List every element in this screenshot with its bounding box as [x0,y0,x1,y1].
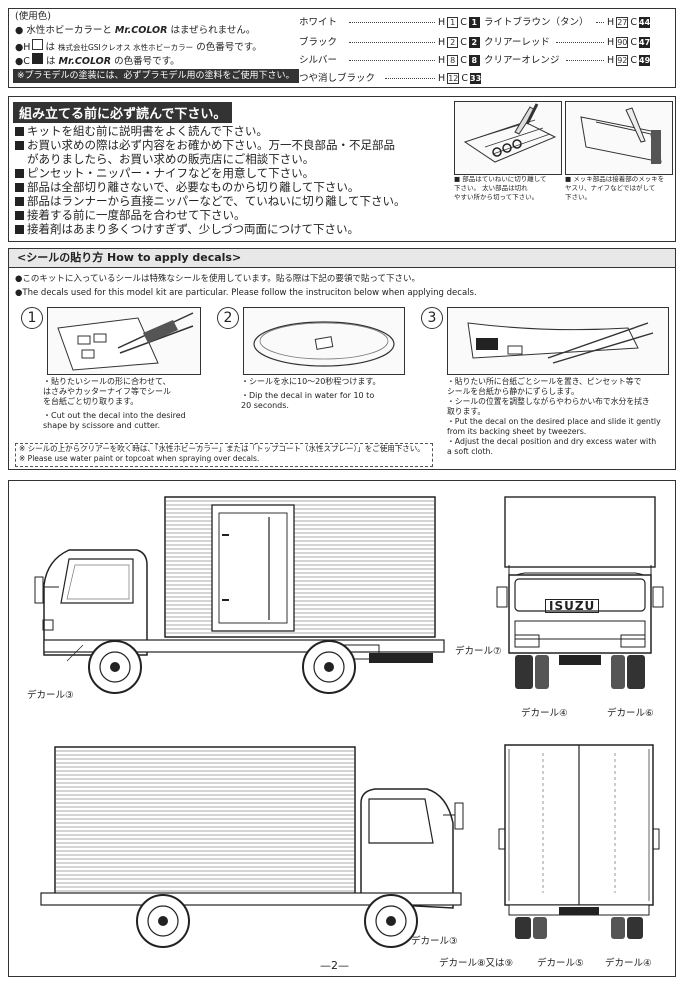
plated-drawing [580,107,662,164]
assembly-item: 部品は全部切り離さないで、必要なものから切り離して下さい。 [15,180,359,195]
step-2-number: 2 [217,307,239,329]
assembly-item: キットを組む前に説明書をよく読んで下さい。 [15,124,268,139]
truck-right-side-view [40,746,464,948]
assembly-item: お買い求めの際は必ず内容をお確かめ下さい。万一不良部品・不足部品 [15,138,395,153]
assembly-item: 接着する前に一度部品を合わせて下さい。 [15,208,246,223]
assembly-item: 部品はランナーから直接ニッパーなどで、ていねいに切り離して下さい。 [15,194,405,209]
decals-intro-jp: ●このキットに入っているシールは特殊なシールを使用しています。貼る際は下記の要領… [15,274,420,284]
step-2-drawing [253,321,395,367]
page-number: —2— [320,959,349,972]
truck-rear-view [498,744,660,939]
decal-4-label-bottom: デカール④ [605,958,652,969]
colors-heading: (使用色) [15,11,51,22]
plated-parts-illustration [565,101,673,175]
decal-3-label-top: デカール③ [27,690,74,701]
front-badge: ISUZU [545,599,600,613]
colors-note-1: ● 水性ホビーカラーと Mr.COLOR はまぜられません。 [15,25,256,36]
spray-note-jp: ※ シールの上からクリアーを吹く時は、「水性ホビーカラー」または「トップコート（… [19,444,425,453]
decal-4-label-top: デカール④ [521,708,568,719]
step-2-text-en: ・Dip the decal in water for 10 to 20 sec… [241,391,375,410]
step-1-drawing [57,312,194,371]
step-1-text-en: ・Cut out the decal into the desired shap… [43,411,186,430]
cutting-caption: ■ 部品はていねいに切り離して 下さい。 太い部品は切れ やすい所から切って下さ… [454,175,547,201]
decal-8-or-9-label: デカール⑧又は⑨ [439,958,514,969]
truck-drawing-box: デカール③ ISUZU デカール⑦ デカール④ デカール⑥ デカール③ [8,480,676,977]
assembly-item: がありましたら、お買い求めの販売店にご相談下さい。 [27,152,315,166]
decals-title: <シールの貼り方 How to apply decals> [17,251,242,264]
step-3-illustration [447,307,669,375]
step-3-number: 3 [421,307,443,329]
decals-title-bar [9,249,675,268]
truck-left-side-view [34,496,445,694]
decal-5-label: デカール⑤ [537,958,584,969]
cutting-illustration [454,101,562,175]
assembly-item: 接着剤はあまり多くつけすぎず、少しづつ両面につけて下さい。 [15,222,359,237]
step-3-drawing [467,322,654,364]
colors-warning: ※プラモデルの塗装には、必ずプラモデル用の塗料をご使用下さい。 [13,69,299,83]
spray-note-box [15,443,433,467]
assembly-title: 組み立てる前に必ず読んで下さい。 [13,102,233,123]
plated-caption: ■ メッキ部品は接着部のメッキを ヤスリ、ナイフなどではがして 下さい。 [565,175,665,201]
step-1-number: 1 [21,307,43,329]
step-3-text: ・貼りたい所に台紙ごとシールを置き、ピンセット等で シールを台紙から静かにずらし… [447,377,661,456]
decal-3-label-bottom: デカール③ [411,936,458,947]
step-2-text-jp: ・シールを水に10〜20秒程つけます。 [241,377,381,386]
cutting-drawing [463,103,557,163]
decals-box: <シールの貼り方 How to apply decals> ●このキットに入って… [8,248,676,470]
step-1-illustration [47,307,201,375]
assembly-box: 組み立てる前に必ず読んで下さい。 キットを組む前に説明書をよく読んで下さい。 お… [8,96,676,242]
spray-note-en: ※ Please use water paint or topcoat when… [19,454,260,463]
colors-note-3: ●C は Mr.COLOR の色番号です。 [15,53,180,68]
decals-intro-en: ●The decals used for this model kit are … [15,288,477,298]
decal-6-label: デカール⑥ [607,708,654,719]
truck-front-view [496,496,664,689]
step-2-illustration [243,307,405,375]
step-1-text-jp: ・貼りたいシールの形に合わせて、 はさみやカッターナイフ等でシール を台紙ごと切… [43,377,171,406]
decal-7-label: デカール⑦ [455,646,502,657]
assembly-item: ピンセット・ニッパー・ナイフなどを用意して下さい。 [15,166,314,181]
